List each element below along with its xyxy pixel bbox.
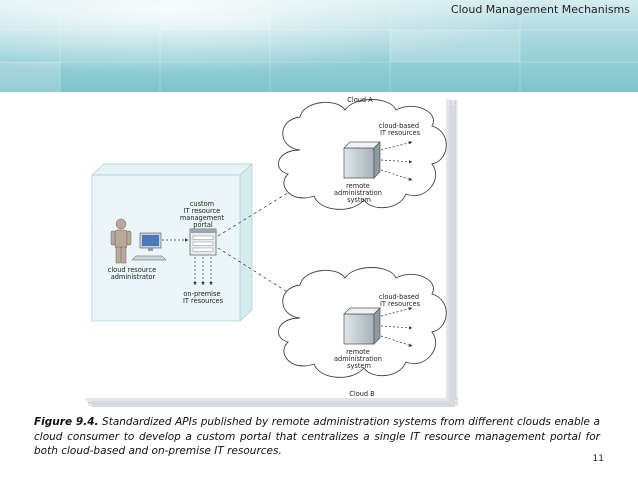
cloud-a-system-label: remote administration system	[334, 182, 384, 204]
cloud-a-arrows	[380, 141, 413, 181]
server-b-icon	[343, 307, 381, 345]
figure-shadow	[446, 100, 458, 406]
figure-shadow-bottom	[88, 398, 458, 406]
cloud-b-arrows	[380, 307, 413, 347]
slide-title: Cloud Management Mechanisms	[450, 3, 630, 16]
cloud-b-resources-label: cloud-based IT resources	[379, 293, 421, 308]
header-banner: Cloud Management Mechanisms	[0, 0, 638, 92]
administrator-label: cloud resource administrator	[108, 266, 159, 281]
figure-reference: Figure 9.4.	[34, 416, 99, 428]
server-a-icon	[343, 141, 381, 179]
figure-caption: Figure 9.4. Standardized APIs published …	[34, 415, 600, 459]
banner-glow	[0, 0, 638, 92]
onprem-arrows	[193, 257, 213, 286]
portal-label: custom IT resource management portal	[180, 200, 226, 229]
page-number: 11	[592, 454, 604, 464]
caption-text: Standardized APIs published by remote ad…	[34, 416, 600, 457]
portal-icon	[189, 228, 217, 256]
cloud-b-system-label: remote administration system	[334, 348, 384, 370]
onprem-label: on-premise IT resources	[183, 290, 224, 305]
cloud-b-title: Cloud B	[349, 390, 375, 398]
administrator-icon	[110, 218, 132, 264]
cloud-a-resources-label: cloud-based IT resources	[379, 122, 421, 137]
workstation-icon	[131, 232, 167, 261]
banner-pattern	[0, 0, 638, 92]
cloud-a-title: Cloud A	[347, 96, 373, 104]
